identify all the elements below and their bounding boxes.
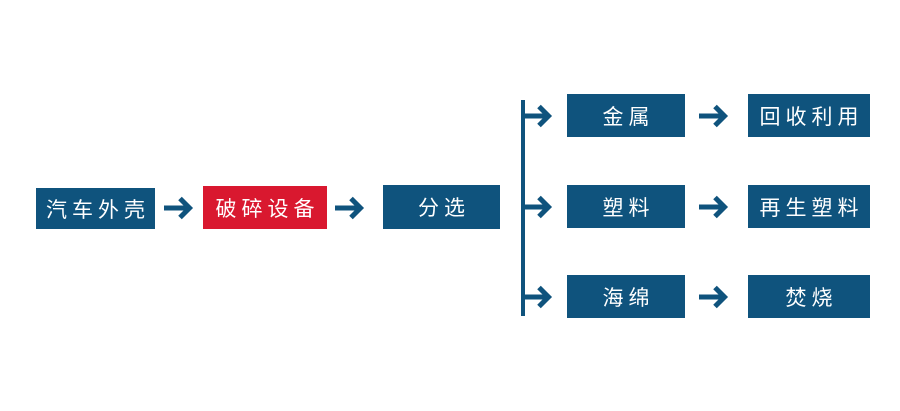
node-car-shell: 汽车外壳: [36, 188, 155, 229]
arrow-right-icon: [698, 194, 730, 220]
node-recycle-reuse: 回收利用: [748, 94, 870, 137]
branch-arrow-right-icon: [522, 194, 554, 220]
branch-arrow-right-icon: [522, 284, 554, 310]
node-incineration: 焚烧: [748, 275, 870, 318]
arrow-right-icon: [698, 284, 730, 310]
branch-arrow-right-icon: [522, 103, 554, 129]
node-crushing-equipment: 破碎设备: [203, 186, 327, 229]
node-sponge: 海绵: [567, 275, 685, 318]
node-plastic: 塑料: [567, 185, 685, 228]
arrow-right-icon: [698, 103, 730, 129]
node-recycled-plastic: 再生塑料: [748, 185, 870, 228]
node-metal: 金属: [567, 94, 685, 137]
node-sorting: 分选: [383, 185, 500, 229]
arrow-right-icon: [334, 195, 366, 221]
arrow-right-icon: [163, 195, 195, 221]
